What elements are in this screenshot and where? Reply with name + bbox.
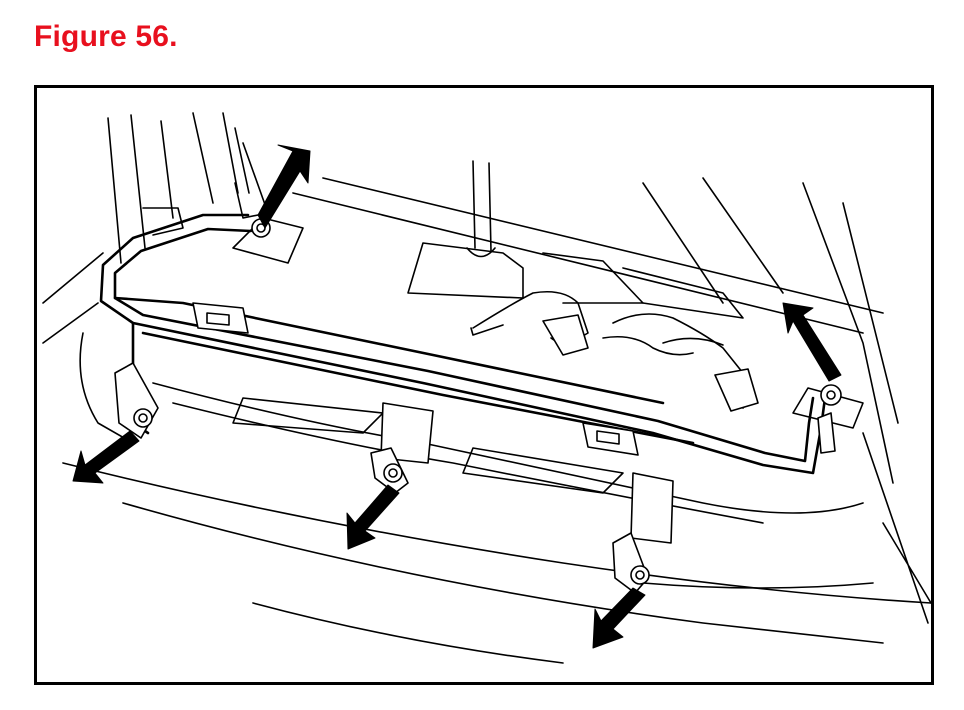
callout-arrows: [72, 144, 842, 649]
figure-frame: [34, 85, 934, 685]
bolt-front-right: [630, 565, 650, 585]
figure-caption: Figure 56.: [34, 20, 178, 53]
bolt-front-center: [383, 463, 403, 483]
callout-arrow-icon: [592, 587, 646, 649]
bolt-rear-right: [820, 384, 842, 406]
callout-arrow-icon: [782, 302, 842, 382]
seat-cushion-base: [62, 332, 931, 664]
callout-arrow-icon: [72, 430, 140, 484]
interior-background: [42, 112, 931, 624]
callout-arrow-icon: [346, 484, 400, 550]
seat-belt-buckles: [470, 290, 759, 412]
callout-arrow-icon: [257, 144, 311, 229]
frame-brackets: [114, 302, 836, 594]
seat-frame-illustration: [42, 112, 931, 664]
bolt-front-left: [133, 408, 153, 428]
